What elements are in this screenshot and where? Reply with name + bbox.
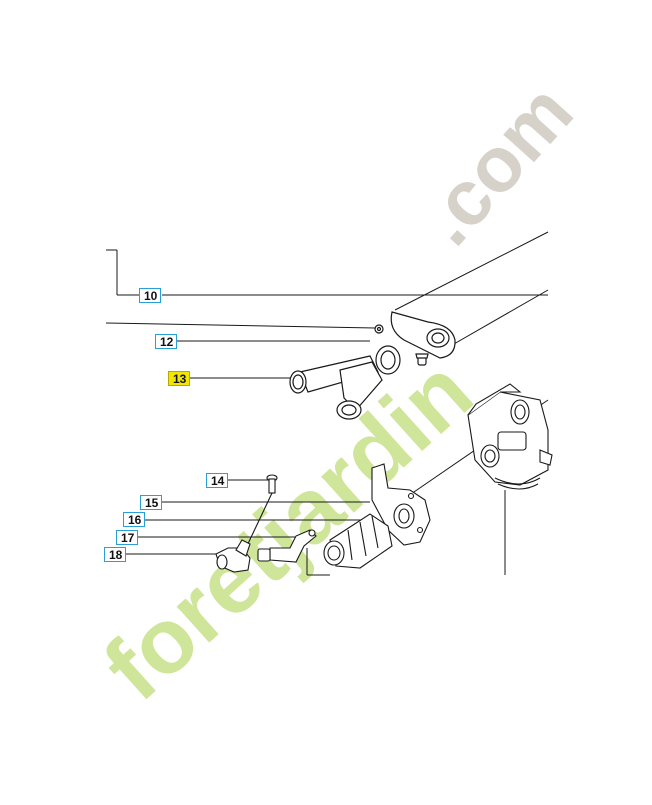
callout-14: 14 xyxy=(206,473,228,488)
part-bracket xyxy=(374,311,456,366)
watermark-main: foretjardin xyxy=(85,340,491,720)
part-intake-boot xyxy=(323,513,393,569)
callout-10: 10 xyxy=(139,288,161,303)
leader-lines xyxy=(105,231,549,576)
part-clamp xyxy=(215,539,251,573)
watermark: .com foretjardin xyxy=(85,67,589,720)
callout-12: 12 xyxy=(155,334,177,349)
callout-18: 18 xyxy=(104,547,126,562)
part-hose xyxy=(257,529,317,563)
part-intake-tube xyxy=(289,345,401,420)
part-screw xyxy=(245,474,278,549)
part-carburetor xyxy=(467,383,553,490)
callout-15: 15 xyxy=(140,495,162,510)
callout-17: 17 xyxy=(116,530,138,545)
watermark-com: .com xyxy=(402,67,589,261)
callout-13: 13 xyxy=(168,371,190,386)
callout-16: 16 xyxy=(123,512,145,527)
